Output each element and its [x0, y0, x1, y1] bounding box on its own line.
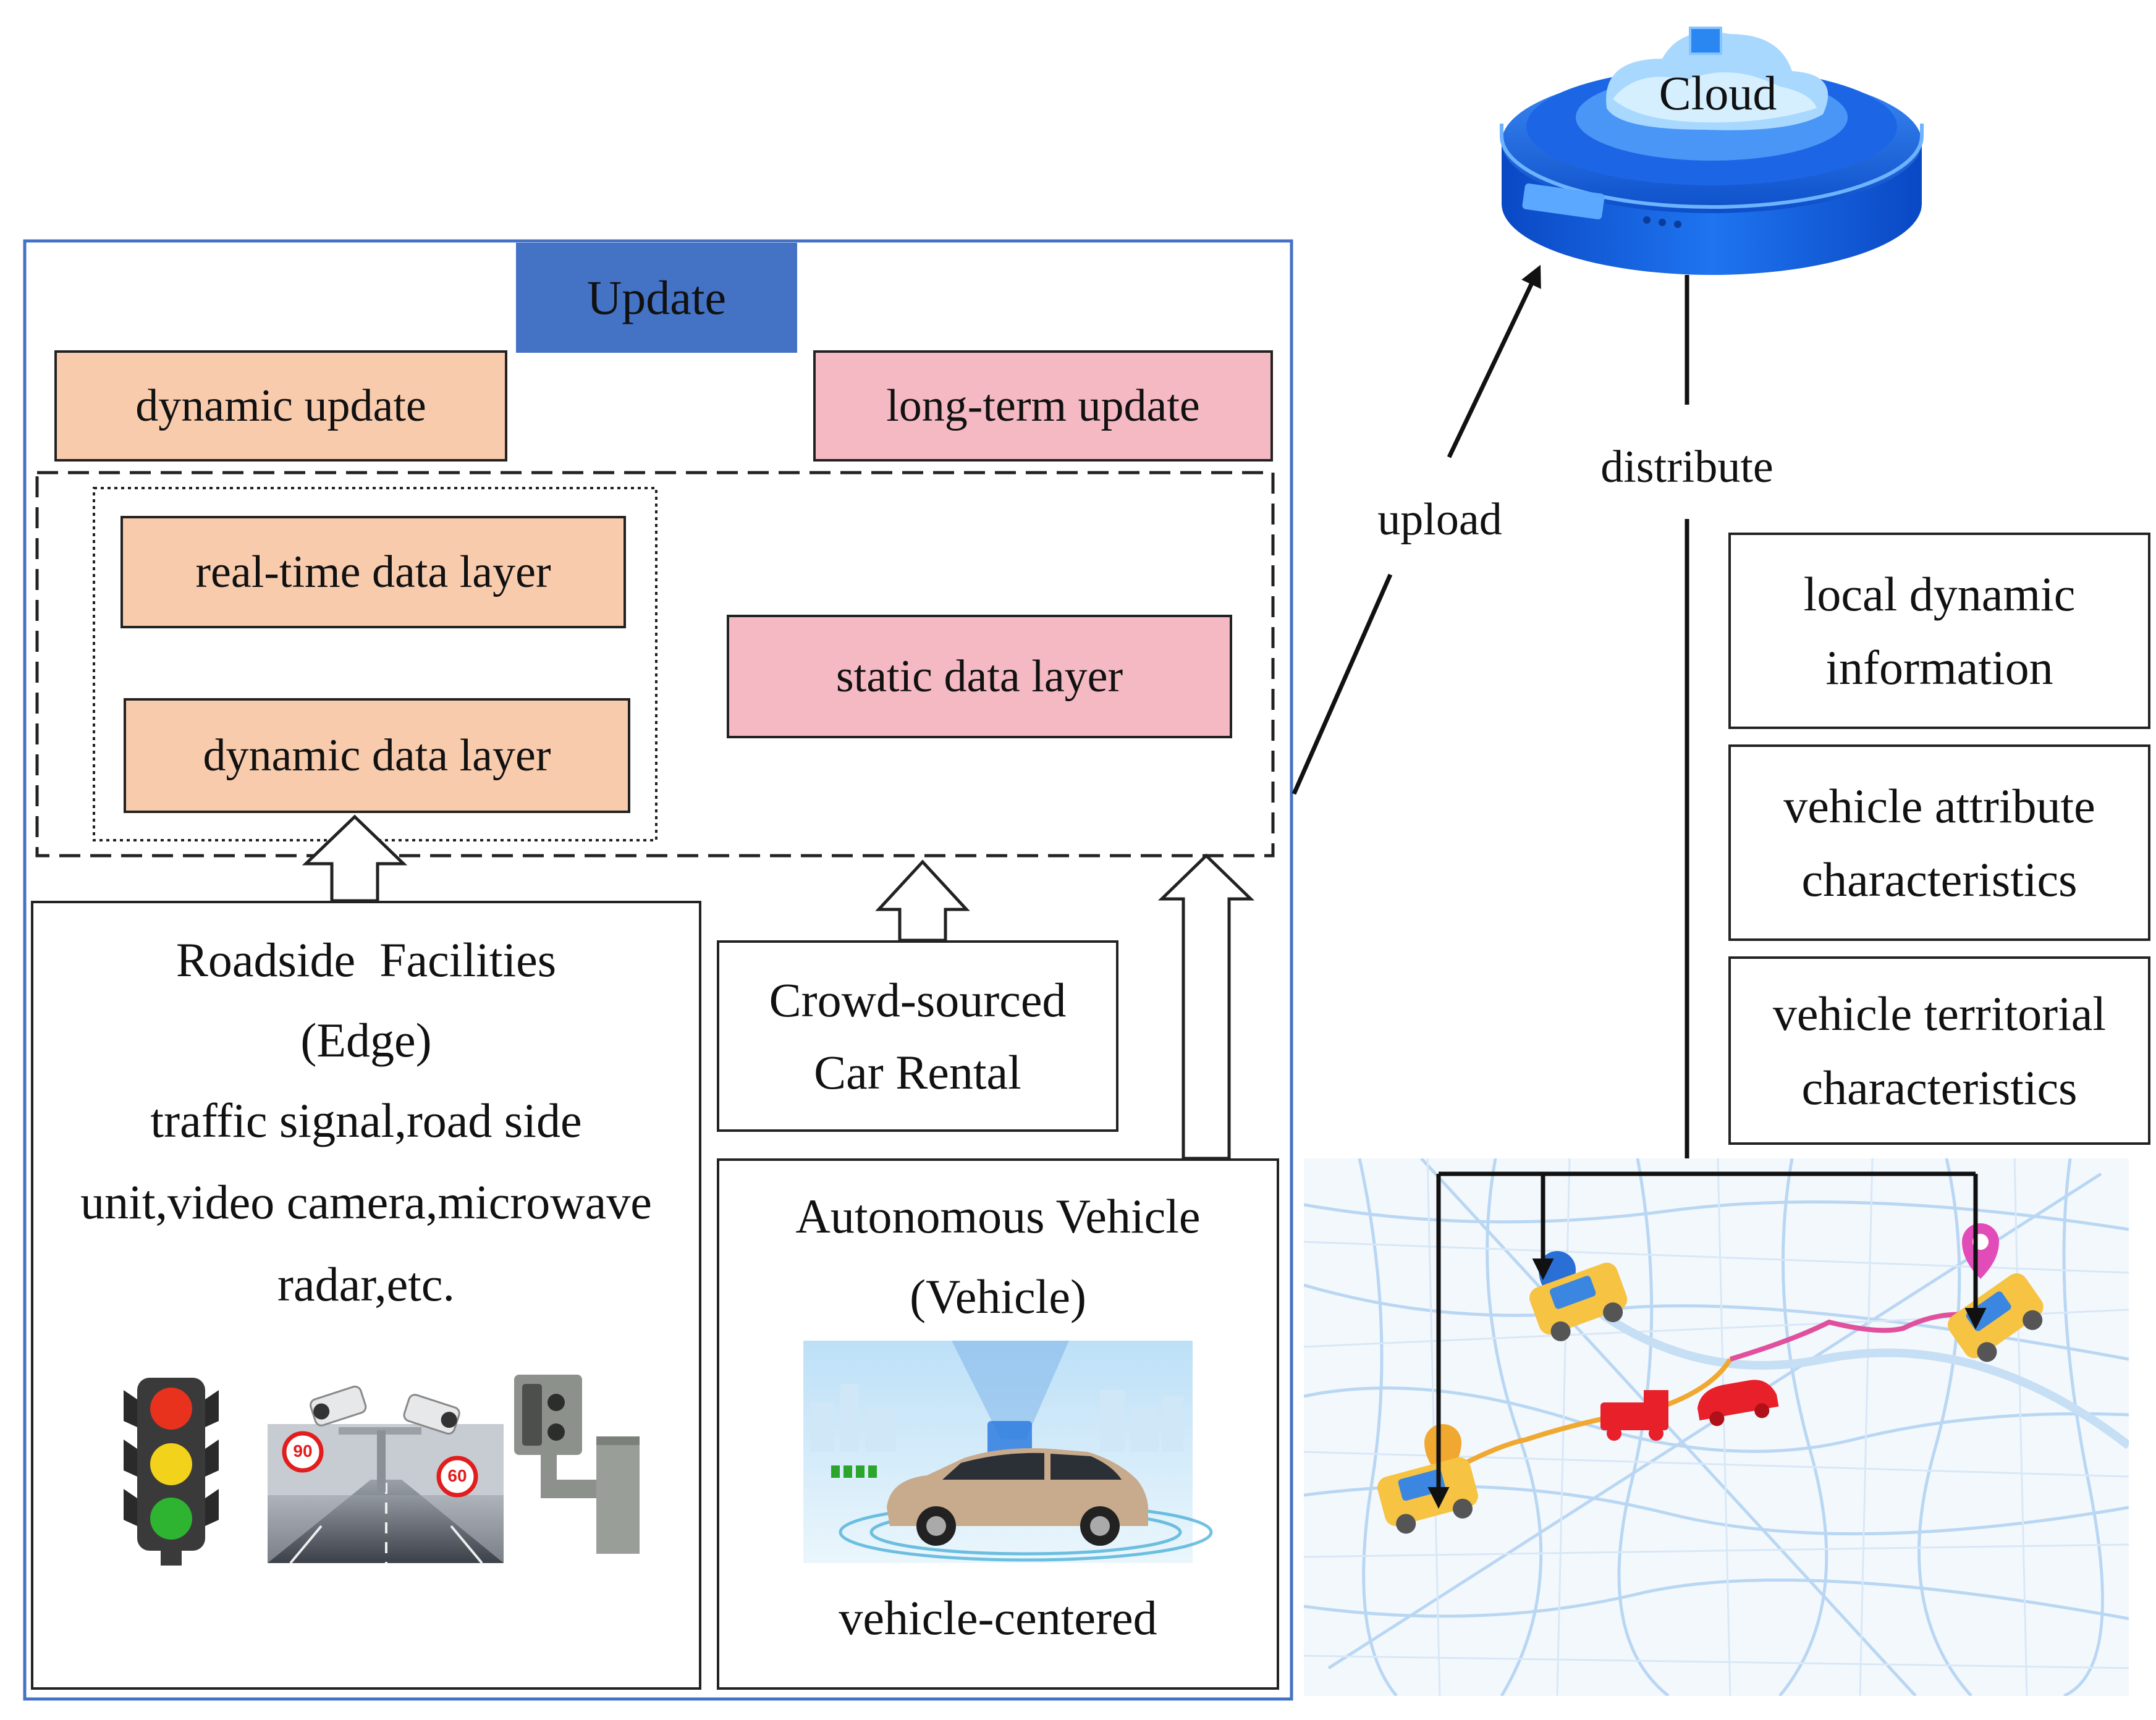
dynamic-update-box: dynamic update: [54, 350, 507, 462]
roadside-facilities-box: [31, 901, 701, 1690]
roadside-desc-line-2: unit,video camera,microwave: [80, 1175, 652, 1229]
roadside-title: Roadside Facilities: [175, 933, 557, 987]
vehicle-caption: vehicle-centered: [839, 1591, 1157, 1645]
hollow-arrow-roadside: [302, 814, 408, 903]
speed-limit-sign-90: [282, 1431, 324, 1473]
data-layer-container: [35, 471, 1275, 858]
static-data-layer-box: static data layer: [727, 615, 1232, 738]
info-box-3-line-1: vehicle territorial: [1772, 987, 2107, 1040]
update-header-bg: [516, 243, 797, 353]
realtime-dynamic-group: [93, 487, 657, 841]
speed-limit-90-text: 90: [293, 1441, 313, 1461]
microwave-radar-icon: [514, 1375, 640, 1554]
crowd-line-1: Crowd-sourced: [769, 972, 1067, 1027]
long-term-update-box: long-term update: [813, 350, 1273, 462]
realtime-data-layer-box: real-time data layer: [120, 516, 626, 628]
vehicle-territorial-box: vehicle territorial characteristics: [1728, 956, 2150, 1145]
autonomous-vehicle-box: [717, 1158, 1279, 1690]
autonomous-vehicle-image: [803, 1341, 1213, 1563]
info-box-2-line-2: characteristics: [1801, 853, 2078, 906]
traffic-light-icon: [124, 1378, 219, 1566]
cloud-label: Cloud: [1659, 66, 1777, 120]
info-box-3-line-2: characteristics: [1801, 1060, 2078, 1115]
upload-arrow-lower: [1291, 573, 1393, 795]
update-panel-border: [23, 239, 1293, 1701]
update-title: Update: [586, 271, 727, 325]
vehicle-attribute-box: vehicle attribute characteristics: [1728, 744, 2150, 941]
dynamic-data-layer-box: dynamic data layer: [124, 698, 630, 813]
distribute-branches: [1427, 1171, 1987, 1509]
roadside-desc-line-1: traffic signal,road side: [150, 1094, 582, 1147]
roadside-subtitle: (Edge): [300, 1013, 432, 1067]
vehicle-title: Autonomous Vehicle: [795, 1189, 1201, 1243]
info-box-1-line-2: information: [1825, 641, 2053, 694]
distribute-label: distribute: [1600, 442, 1773, 492]
local-dynamic-info-box: local dynamic information: [1728, 533, 2150, 729]
speed-limit-sign-60: [436, 1456, 478, 1498]
crowd-sourced-box: Crowd-sourced Car Rental: [717, 940, 1118, 1132]
upload-arrow-upper: [1447, 264, 1541, 458]
city-map-image: [1304, 1158, 2129, 1696]
crowd-line-2: Car Rental: [814, 1045, 1021, 1099]
hollow-arrow-crowd: [875, 859, 970, 942]
vehicle-subtitle: (Vehicle): [910, 1270, 1086, 1323]
speed-limit-60-text: 60: [447, 1466, 467, 1485]
cloud-server-icon: [1500, 27, 1924, 275]
roadside-desc-line-3: radar,etc.: [277, 1257, 455, 1311]
upload-label: upload: [1377, 494, 1502, 545]
info-box-1-line-1: local dynamic: [1803, 567, 2076, 621]
hollow-arrow-vehicle: [1157, 853, 1255, 1160]
info-box-2-line-1: vehicle attribute: [1783, 778, 2095, 833]
